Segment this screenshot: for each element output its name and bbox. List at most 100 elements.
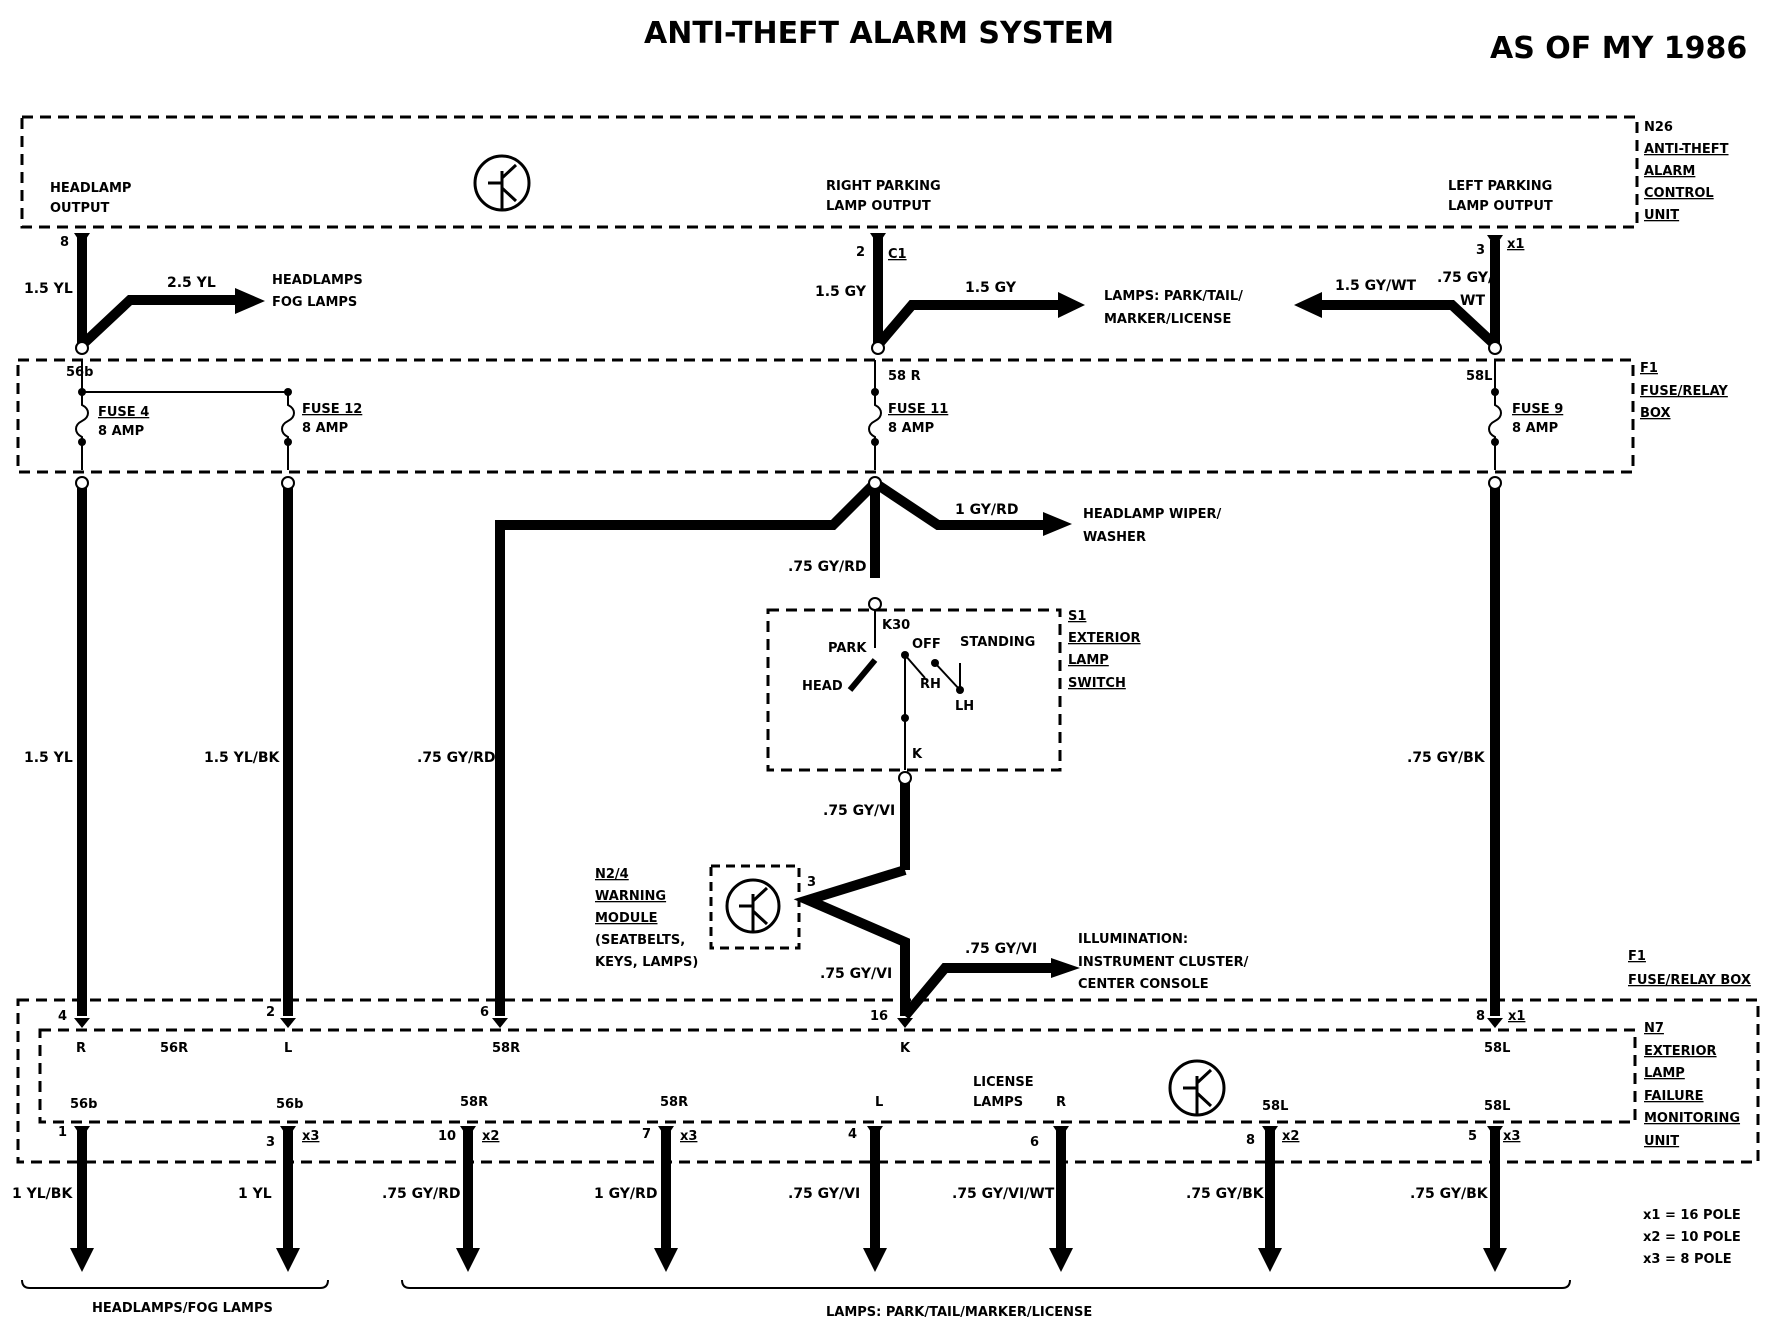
wire-label: .75 GY/BK [1410,1186,1489,1202]
svg-text:ILLUMINATION:: ILLUMINATION: [1078,932,1188,947]
terminal-label: 56b [66,365,93,380]
s1-label: S1 EXTERIOR LAMP SWITCH [1068,609,1141,691]
svg-text:FAILURE: FAILURE [1644,1089,1704,1104]
terminal-label: K [900,1041,911,1056]
wire-label: .75 GY/VI [965,941,1037,957]
svg-text:SWITCH: SWITCH [1068,676,1126,691]
pin-label: 8 [60,235,69,250]
svg-text:x3 = 8 POLE: x3 = 8 POLE [1643,1252,1732,1267]
pin-label: 3 [807,875,816,890]
svg-text:LAMPS: PARK/TAIL/: LAMPS: PARK/TAIL/ [1104,289,1243,304]
terminal-label: 58R [660,1095,688,1110]
f1-top-label: F1 FUSE/RELAY BOX [1640,361,1728,421]
wire-label: .75 GY/RD [382,1186,461,1202]
svg-text:RIGHT PARKING: RIGHT PARKING [826,179,941,194]
pin-label: 6 [480,1005,489,1020]
svg-text:8 AMP: 8 AMP [1512,421,1558,436]
svg-text:x3: x3 [302,1129,319,1144]
terminal-label: 56b [70,1097,97,1112]
svg-text:x2: x2 [1282,1129,1299,1144]
connector-label: C1 [888,247,907,262]
wire-label: .75 GY/RD [417,750,496,766]
dest-bottom-headlamps: HEADLAMPS/FOG LAMPS [92,1301,273,1316]
wire-label: 1.5 YL [24,750,73,766]
svg-text:BOX: BOX [1640,406,1671,421]
svg-text:N26: N26 [1644,120,1673,135]
dest-headlamps: HEADLAMPS FOG LAMPS [272,273,363,310]
wire-label: .75 GY/BK [1407,750,1486,766]
dest-lamps: LAMPS: PARK/TAIL/ MARKER/LICENSE [1104,289,1243,327]
wire-label: .75 GY/BK [1186,1186,1265,1202]
svg-text:x3: x3 [680,1129,697,1144]
n2-4-box [709,864,801,950]
svg-text:N2/4: N2/4 [595,867,629,882]
n7-label: N7 EXTERIOR LAMP FAILURE MONITORING UNIT [1644,1021,1740,1149]
svg-text:1: 1 [58,1125,67,1140]
n7-box [38,1028,1637,1124]
svg-text:7: 7 [642,1127,651,1142]
svg-text:8 AMP: 8 AMP [302,421,348,436]
connector-label: x1 [1507,237,1524,252]
wire-junctions-mid [75,476,1502,785]
wire-label: 1.5 GY/WT [1335,278,1417,294]
wire-label: 1 YL/BK [12,1186,73,1202]
svg-text:FUSE/RELAY: FUSE/RELAY [1640,384,1728,399]
svg-text:4: 4 [848,1127,857,1142]
wire-label: .75 GY/VI [823,803,895,819]
svg-text:FUSE 4: FUSE 4 [98,405,149,420]
svg-text:PARK: PARK [828,641,867,656]
wire-label: .75 GY/VI [788,1186,860,1202]
terminal-label: 58R [492,1041,520,1056]
pin-label: 16 [870,1009,888,1024]
svg-text:x2 = 10 POLE: x2 = 10 POLE [1643,1230,1741,1245]
svg-text:HEAD: HEAD [802,679,843,694]
svg-text:MARKER/LICENSE: MARKER/LICENSE [1104,312,1231,327]
svg-text:LICENSE: LICENSE [973,1075,1034,1090]
svg-text:CONTROL: CONTROL [1644,186,1714,201]
n7-top-pin-marks [74,1018,1503,1028]
n26-box [20,115,1639,229]
pin-label: 2 [856,245,865,260]
svg-text:LAMP OUTPUT: LAMP OUTPUT [826,199,931,214]
s1-switch-symbol [847,610,961,770]
svg-text:3: 3 [266,1135,275,1150]
svg-text:MONITORING: MONITORING [1644,1111,1740,1126]
svg-text:KEYS, LAMPS): KEYS, LAMPS) [595,955,698,970]
pin-label: 2 [266,1005,275,1020]
svg-text:N7: N7 [1644,1021,1664,1036]
connector-label: x1 [1508,1009,1525,1024]
terminal-label: L [875,1095,883,1110]
svg-text:LAMP: LAMP [1068,653,1109,668]
svg-text:(SEATBELTS,: (SEATBELTS, [595,933,685,948]
wire-label: 1 GY/RD [955,502,1018,518]
svg-text:LAMPS: LAMPS [973,1095,1023,1110]
s1-switch-contacts: K30 PARK HEAD OFF STANDING RH LH K [802,618,1035,762]
terminal-label: 58 R [888,369,921,384]
svg-text:HEADLAMPS: HEADLAMPS [272,273,363,288]
n26-output-labels: HEADLAMP OUTPUT RIGHT PARKING LAMP OUTPU… [50,179,1553,216]
svg-text:STANDING: STANDING [960,635,1035,650]
transistor-icon [1168,1059,1226,1117]
pin-label: 4 [58,1009,67,1024]
svg-text:OFF: OFF [912,637,941,652]
wire-label: 1.5 GY [815,284,867,300]
svg-text:S1: S1 [1068,609,1086,624]
wire-label: WT [1460,293,1485,309]
terminal-label: 56b [276,1097,303,1112]
svg-text:MODULE: MODULE [595,911,658,926]
svg-text:INSTRUMENT CLUSTER/: INSTRUMENT CLUSTER/ [1078,955,1249,970]
bottom-arrowheads [70,1126,1507,1272]
wire-label: 1 YL [238,1186,272,1202]
svg-text:F1: F1 [1640,361,1658,376]
svg-text:x2: x2 [482,1129,499,1144]
wire-label: 1.5 YL [24,281,73,297]
connector-legend: x1 = 16 POLE x2 = 10 POLE x3 = 8 POLE [1643,1208,1741,1267]
wire-label: .75 GY/VI [820,966,892,982]
s1-dots [901,651,964,722]
terminal-label: R [76,1041,86,1056]
svg-text:WASHER: WASHER [1083,530,1146,545]
svg-text:x3: x3 [1503,1129,1520,1144]
wire-label: 2.5 YL [167,275,216,291]
svg-text:8 AMP: 8 AMP [888,421,934,436]
